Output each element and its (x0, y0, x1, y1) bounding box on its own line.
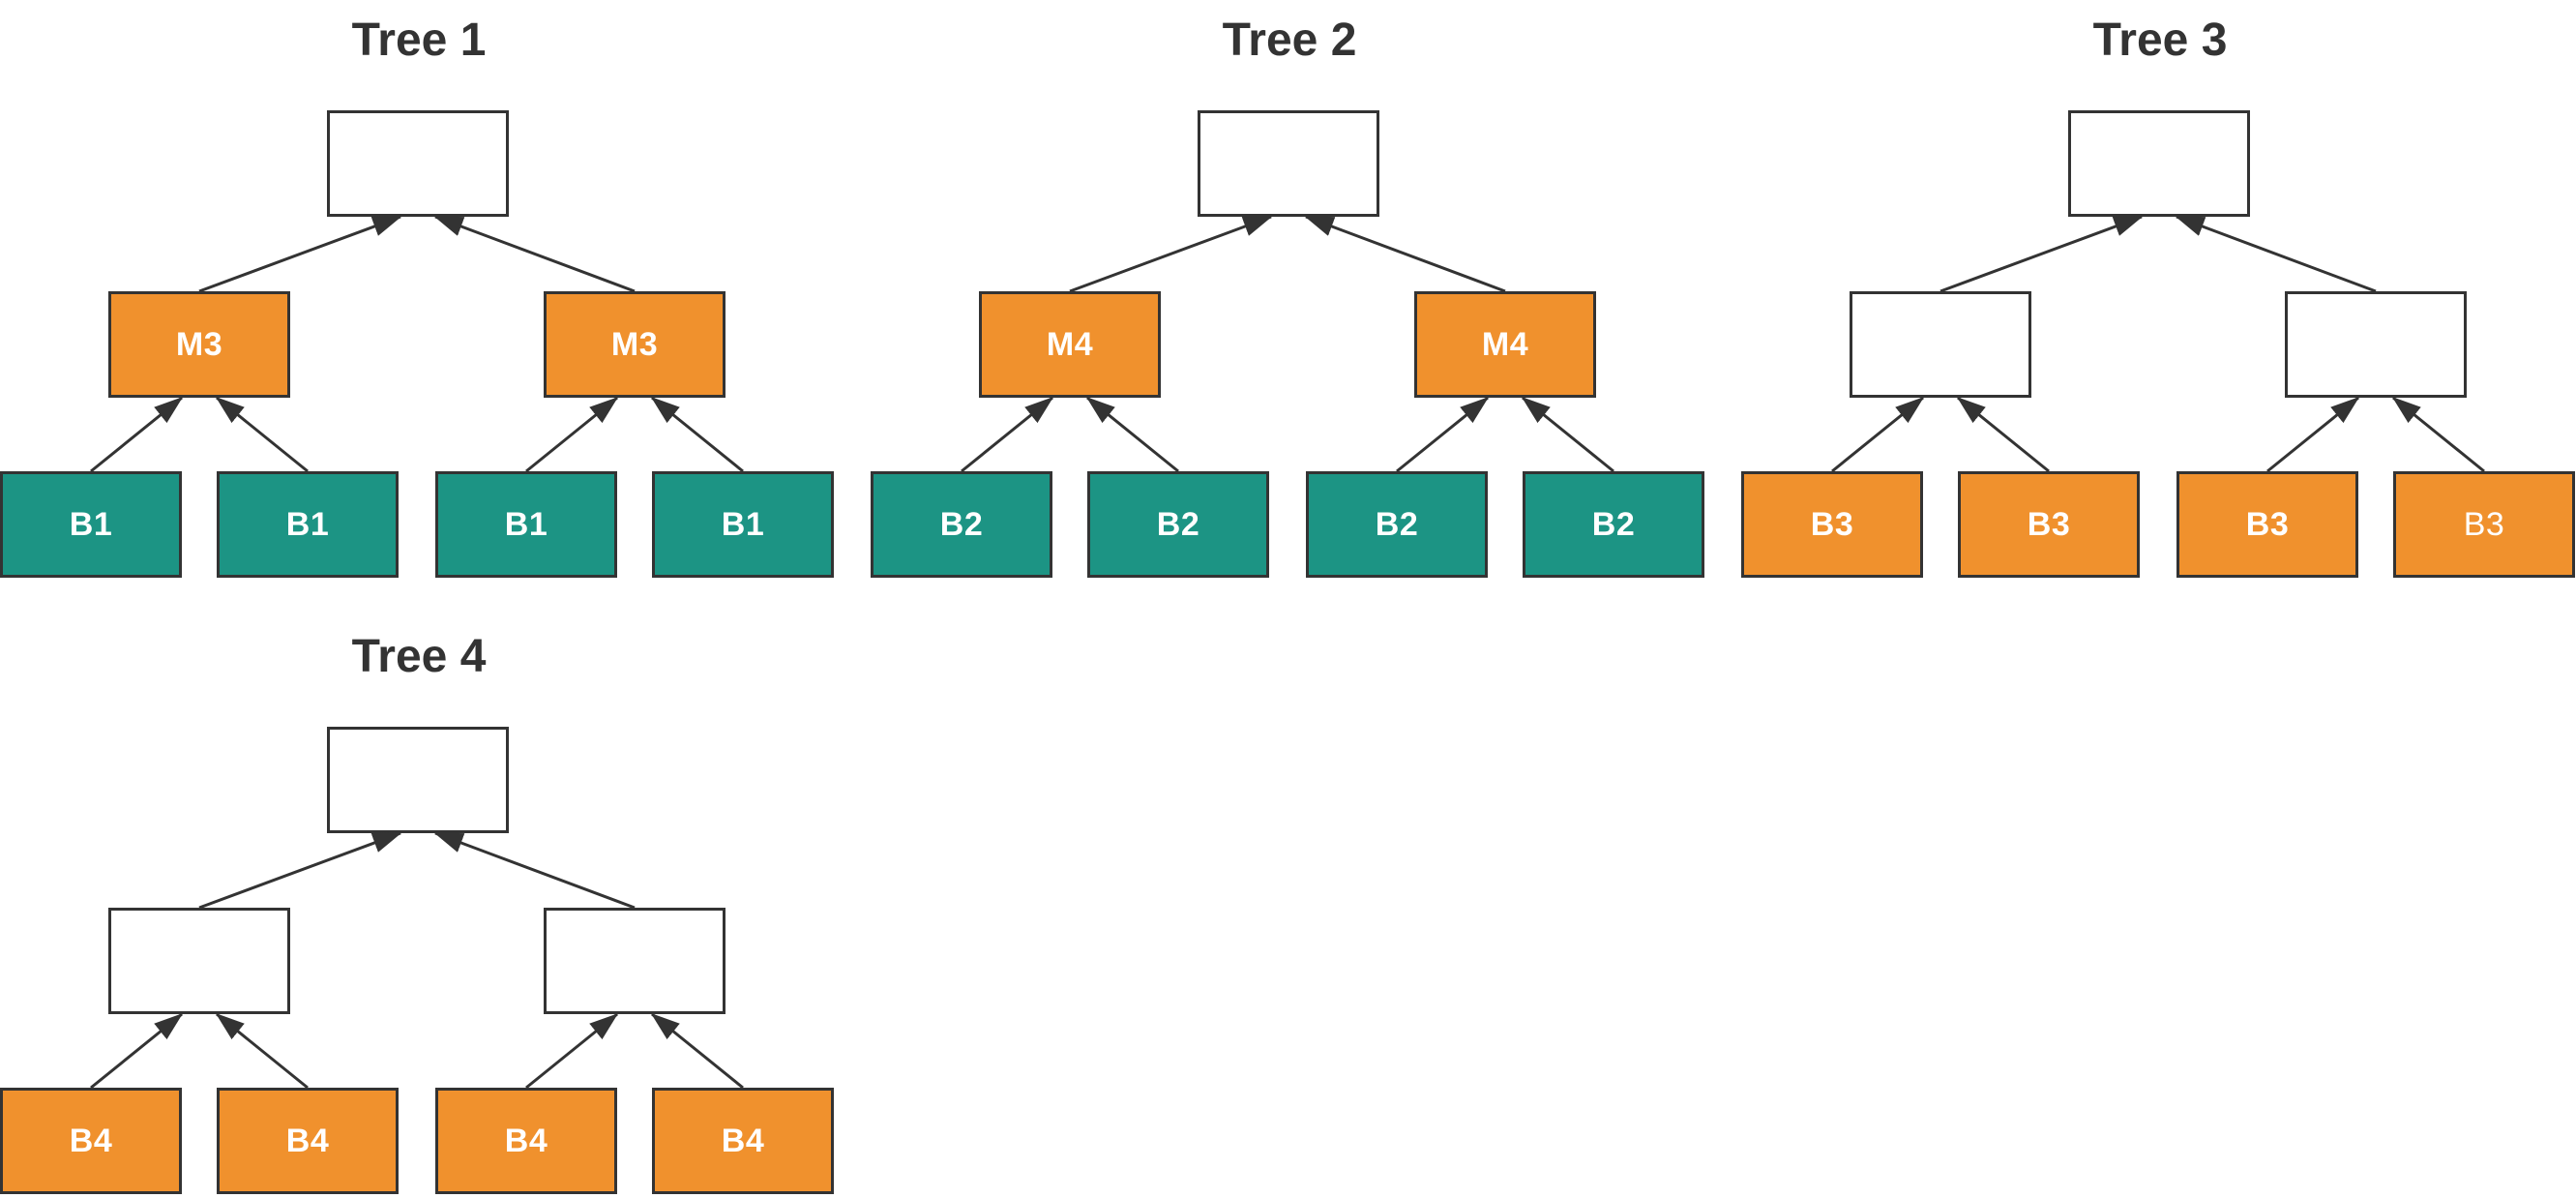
tree-3-mid-node-1 (1850, 291, 2031, 398)
arrow-line (215, 396, 309, 473)
arrow-line (1939, 215, 2144, 293)
tree-3: Tree 3 B3 B3 B3 B3 (1741, 0, 2576, 600)
tree-4-mid-node-1 (108, 908, 290, 1014)
node-label: B4 (69, 1122, 113, 1159)
tree-3-leaf-node-3: B3 (2176, 471, 2358, 578)
arrow-line (961, 396, 1054, 473)
arrow-line (433, 215, 636, 293)
tree-2: Tree 2 M4 M4 B2 B2 B2 B2 (871, 0, 1741, 600)
tree-3-leaf-node-1: B3 (1741, 471, 1923, 578)
node-label: B3 (2027, 505, 2071, 543)
tree-4-leaf-node-4: B4 (652, 1088, 834, 1194)
tree-1-leaf-node-4: B1 (652, 471, 834, 578)
tree-1-title: Tree 1 (351, 15, 487, 66)
arrow-line (2391, 396, 2485, 473)
arrow-line (1956, 396, 2050, 473)
arrow-line (525, 396, 619, 473)
node-label: B1 (504, 505, 548, 543)
tree-2-mid-node-1: M4 (979, 291, 1161, 398)
tree-4-leaf-node-3: B4 (435, 1088, 617, 1194)
node-label: B1 (69, 505, 113, 543)
tree-2-leaf-node-4: B2 (1523, 471, 1704, 578)
arrow-line (198, 215, 402, 293)
node-label: B2 (1591, 505, 1636, 543)
node-label: B1 (285, 505, 330, 543)
arrow-line (2266, 396, 2360, 473)
node-label: B3 (2463, 505, 2505, 543)
node-label: B1 (721, 505, 765, 543)
tree-3-mid-node-2 (2285, 291, 2467, 398)
tree-3-root-node (2068, 110, 2250, 217)
node-label: B2 (1375, 505, 1419, 543)
arrow-line (1085, 396, 1179, 473)
arrow-line (650, 396, 744, 473)
arrow-line (90, 1012, 184, 1090)
tree-1-mid-node-1: M3 (108, 291, 290, 398)
node-label: M4 (1046, 325, 1094, 363)
tree-1-leaf-node-2: B1 (217, 471, 399, 578)
arrow-line (1304, 215, 1506, 293)
node-label: B3 (2245, 505, 2290, 543)
node-label: B4 (721, 1122, 765, 1159)
node-label: B4 (504, 1122, 548, 1159)
arrow-line (90, 396, 184, 473)
arrow-line (1069, 215, 1273, 293)
tree-4-title: Tree 4 (351, 631, 487, 682)
tree-2-root-node (1198, 110, 1379, 217)
tree-2-mid-node-2: M4 (1414, 291, 1596, 398)
arrow-line (198, 831, 402, 910)
arrow-line (650, 1012, 744, 1090)
tree-1-leaf-node-1: B1 (0, 471, 182, 578)
arrow-line (1831, 396, 1925, 473)
tree-3-leaf-node-4: B3 (2393, 471, 2575, 578)
tree-4-leaf-node-1: B4 (0, 1088, 182, 1194)
arrow-line (2175, 215, 2377, 293)
arrow-line (433, 831, 636, 910)
tree-4-mid-node-2 (544, 908, 725, 1014)
node-label: M4 (1481, 325, 1529, 363)
tree-2-title: Tree 2 (1222, 15, 1357, 66)
tree-4-root-node (327, 727, 509, 833)
tree-3-title: Tree 3 (2092, 15, 2228, 66)
tree-1-leaf-node-3: B1 (435, 471, 617, 578)
arrow-line (215, 1012, 309, 1090)
node-label: M3 (175, 325, 223, 363)
tree-4-leaf-node-2: B4 (217, 1088, 399, 1194)
tree-3-leaf-node-2: B3 (1958, 471, 2140, 578)
node-label: B2 (1156, 505, 1200, 543)
node-label: B3 (1810, 505, 1854, 543)
tree-4: Tree 4 B4 B4 B4 B4 (0, 616, 871, 1198)
node-label: B2 (939, 505, 984, 543)
node-label: M3 (610, 325, 659, 363)
tree-2-leaf-node-2: B2 (1087, 471, 1269, 578)
tree-1: Tree 1 M3 M3 B1 B1 B1 B1 (0, 0, 871, 600)
tree-2-leaf-node-1: B2 (871, 471, 1052, 578)
arrow-line (1396, 396, 1490, 473)
tree-2-leaf-node-3: B2 (1306, 471, 1488, 578)
node-label: B4 (285, 1122, 330, 1159)
arrow-line (525, 1012, 619, 1090)
tree-1-root-node (327, 110, 509, 217)
arrow-line (1521, 396, 1614, 473)
tree-1-mid-node-2: M3 (544, 291, 725, 398)
